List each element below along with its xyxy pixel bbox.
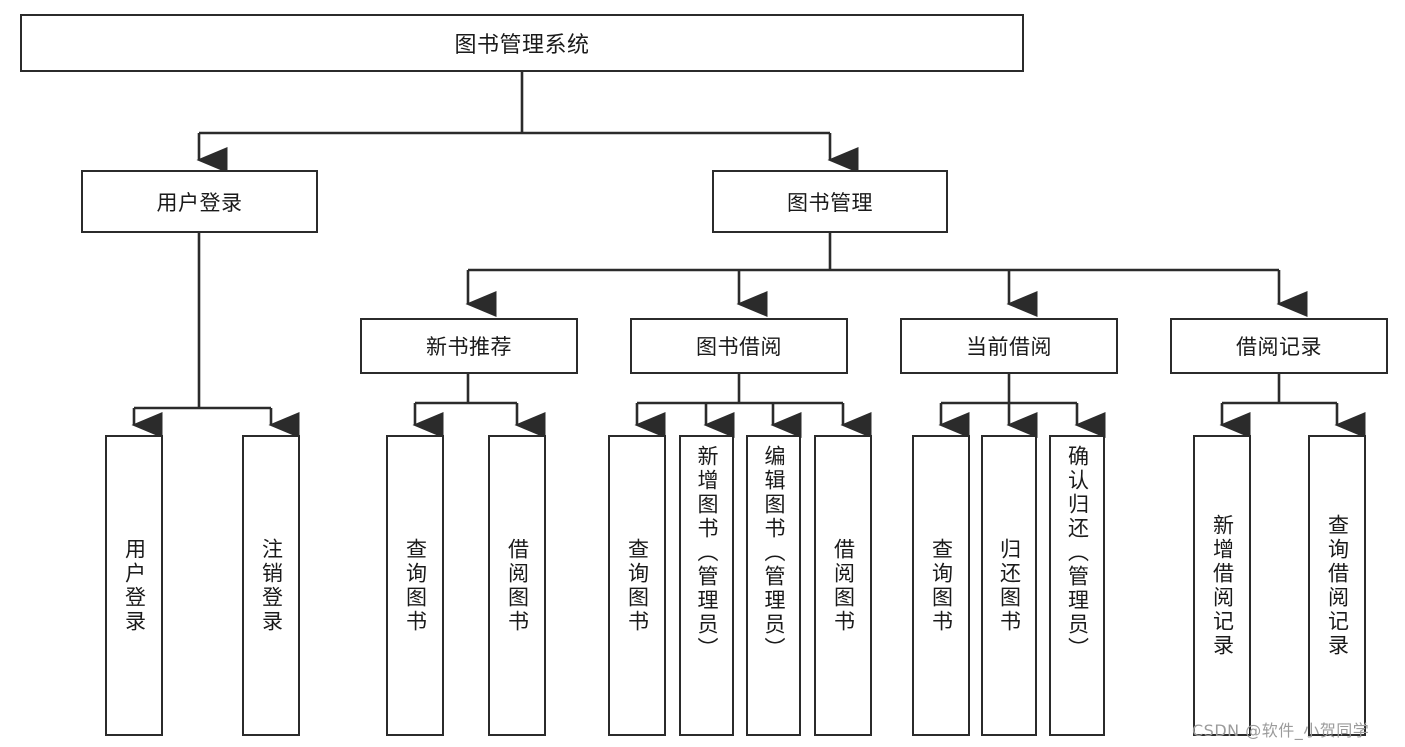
leaf-return-book[interactable]: 归还图书 <box>981 435 1037 736</box>
leaf-query-book-borrow[interactable]: 查询图书 <box>608 435 666 736</box>
node-book-borrow[interactable]: 图书借阅 <box>630 318 848 374</box>
csdn-watermark: CSDN @软件_小贺同学 <box>1192 721 1370 740</box>
leaf-add-book-admin[interactable]: 新增图书（管理员） <box>679 435 734 736</box>
node-user-login[interactable]: 用户登录 <box>81 170 318 233</box>
leaf-query-book-current[interactable]: 查询图书 <box>912 435 970 736</box>
leaf-query-borrow-record[interactable]: 查询借阅记录 <box>1308 435 1366 736</box>
node-root-book-management-system[interactable]: 图书管理系统 <box>20 14 1024 72</box>
node-current-borrow[interactable]: 当前借阅 <box>900 318 1118 374</box>
leaf-add-borrow-record[interactable]: 新增借阅记录 <box>1193 435 1251 736</box>
leaf-logout-login[interactable]: 注销登录 <box>242 435 300 736</box>
node-new-book-recommend[interactable]: 新书推荐 <box>360 318 578 374</box>
leaf-confirm-return-admin[interactable]: 确认归还（管理员） <box>1049 435 1105 736</box>
leaf-edit-book-admin[interactable]: 编辑图书（管理员） <box>746 435 801 736</box>
leaf-user-login[interactable]: 用户登录 <box>105 435 163 736</box>
leaf-borrow-book-recommend[interactable]: 借阅图书 <box>488 435 546 736</box>
leaf-query-book-recommend[interactable]: 查询图书 <box>386 435 444 736</box>
leaf-borrow-book-borrow[interactable]: 借阅图书 <box>814 435 872 736</box>
node-borrow-record[interactable]: 借阅记录 <box>1170 318 1388 374</box>
node-book-management[interactable]: 图书管理 <box>712 170 948 233</box>
